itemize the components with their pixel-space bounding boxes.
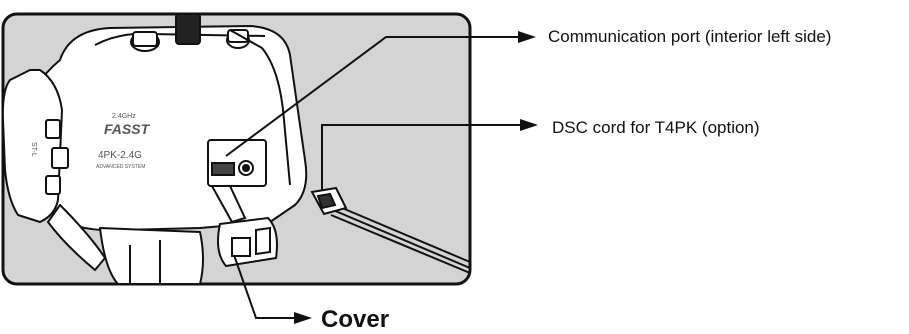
system-mark: ADVANCED SYSTEM (96, 164, 145, 170)
brand-mark: FASST (104, 121, 151, 137)
dsc-cord-label: DSC cord for T4PK (option) (552, 118, 760, 137)
model-mark: 4PK-2.4G (98, 150, 142, 161)
band-mark: 2.4GHz (112, 113, 136, 120)
side-mark: ST-L (30, 142, 37, 157)
cover-flap (210, 185, 278, 268)
arrowheads (294, 31, 538, 324)
cover-label: Cover (321, 306, 390, 333)
communication-port-label: Communication port (interior left side) (548, 27, 832, 46)
communication-port (207, 139, 267, 187)
leader-lines (225, 36, 521, 319)
dsc-plug (310, 186, 348, 216)
dsc-cord (330, 204, 471, 274)
